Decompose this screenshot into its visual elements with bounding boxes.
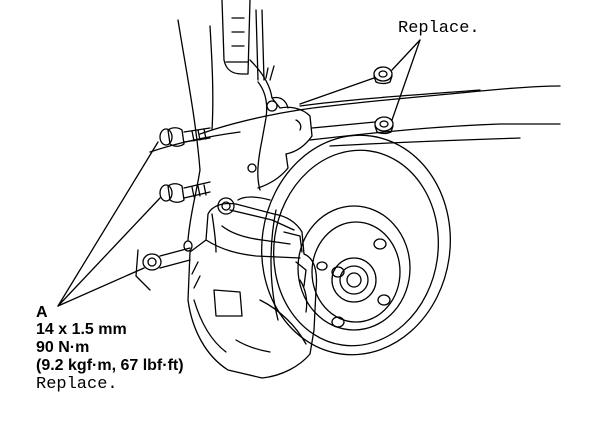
caliper-bolt (135, 240, 193, 291)
mounting-bolt-upper (159, 127, 211, 147)
replace-label-top: Replace. (398, 19, 480, 38)
leader-lines-a (57, 141, 161, 307)
item-a-label: A (36, 304, 48, 321)
bolt-size-label: 14 x 1.5 mm (36, 321, 127, 338)
mounting-bolt-lower (159, 181, 211, 203)
strut-outline (177, 0, 265, 241)
torque-alt-label: (9.2 kgf·m, 67 lbf·ft) (36, 357, 184, 374)
torque-label: 90 N·m (36, 339, 90, 356)
suspension-lines (149, 85, 561, 153)
leader-lines-replace-top (391, 39, 421, 121)
brake-caliper (187, 196, 318, 379)
wheel-hub (331, 257, 377, 303)
replace-label-bottom: Replace. (36, 375, 118, 394)
brake-rotor (261, 134, 451, 356)
strut-studs (299, 77, 376, 129)
flange-nut-lower (374, 116, 394, 135)
wheel-studs (316, 238, 391, 328)
knuckle-outline (247, 59, 313, 191)
flange-nut-upper (373, 66, 393, 85)
